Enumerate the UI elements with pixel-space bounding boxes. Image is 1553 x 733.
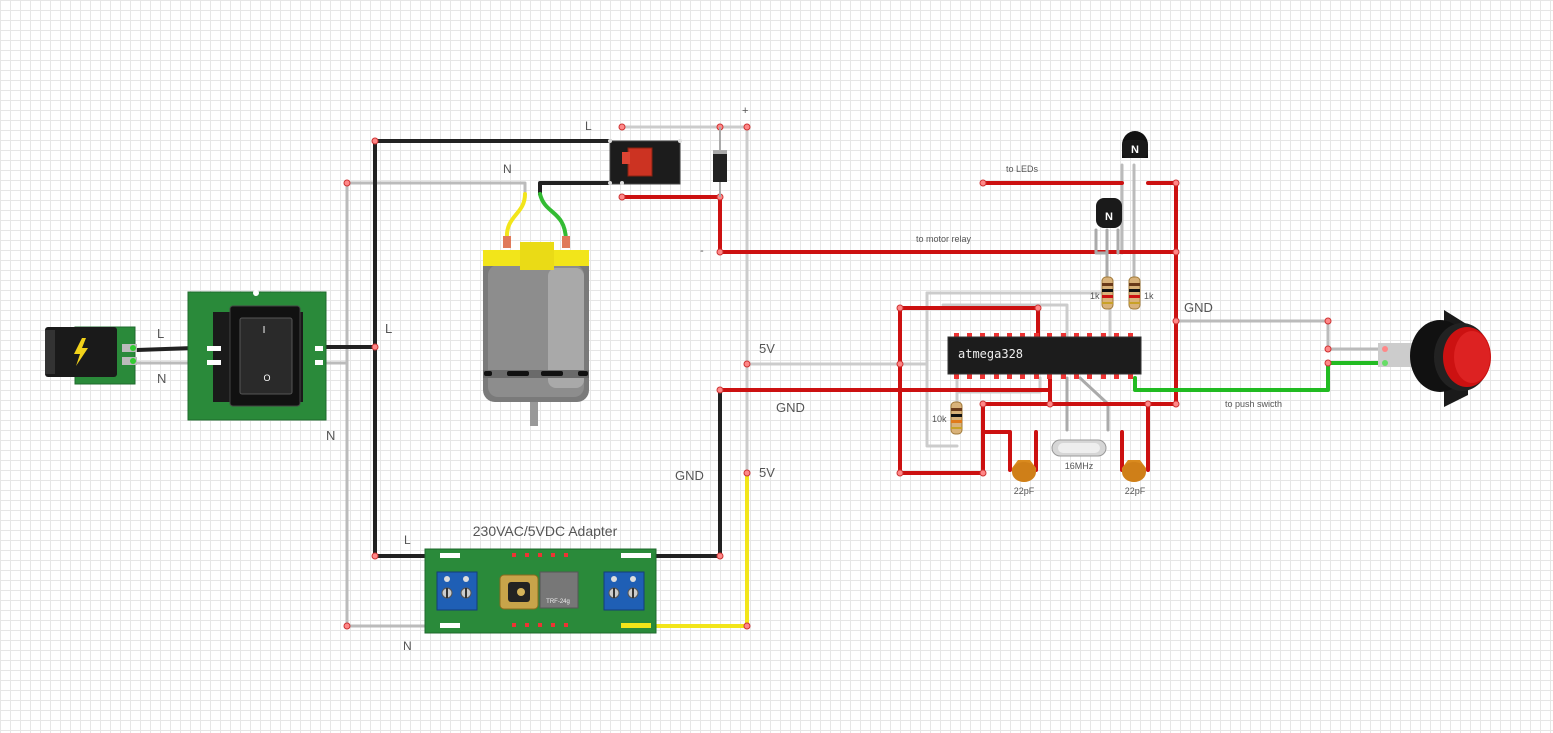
wire-endpoints xyxy=(343,123,1332,630)
wire-gray-gnd-switch[interactable] xyxy=(1174,319,1387,351)
bus-live-label: L xyxy=(385,321,392,336)
wire-adapter-gnd[interactable] xyxy=(620,388,722,558)
to-leds-label: to LEDs xyxy=(1006,164,1039,174)
r1-label: 1k xyxy=(1090,291,1100,301)
dc-motor[interactable] xyxy=(483,236,589,426)
r3-label: 10k xyxy=(932,414,947,424)
relay[interactable] xyxy=(608,139,682,185)
resistor-1k-a[interactable] xyxy=(1101,276,1114,310)
power-jack[interactable] xyxy=(45,326,137,385)
wire-red-chip-outer[interactable] xyxy=(898,306,1040,339)
wire-r1-base[interactable] xyxy=(1094,228,1109,255)
adapter-neutral-label: N xyxy=(403,639,412,653)
wire-motor-yellow[interactable] xyxy=(504,192,527,242)
wire-push-switch[interactable] xyxy=(1133,361,1387,392)
ac-dc-adapter[interactable]: TRF-24g xyxy=(424,548,657,634)
capacitor-22pf-1[interactable] xyxy=(1011,460,1037,482)
to-push-switch-label: to push swicth xyxy=(1225,399,1282,409)
minus-label: - xyxy=(700,245,704,257)
n-channel-icon: N xyxy=(1131,144,1139,156)
rocker-on-mark: I xyxy=(263,325,266,336)
rocker-switch[interactable]: I O xyxy=(187,290,327,421)
crystal-label: 16MHz xyxy=(1065,461,1094,471)
n-channel-icon: N xyxy=(1105,211,1113,223)
jack-neutral-label: N xyxy=(157,371,166,386)
cap2-label: 22pF xyxy=(1125,486,1146,496)
wire-live-bottom[interactable] xyxy=(373,345,457,558)
relay-neutral-label: N xyxy=(503,162,512,176)
push-button[interactable] xyxy=(1378,310,1491,407)
adapter-title: 230VAC/5VDC Adapter xyxy=(473,523,618,539)
wire-gray-chip-left[interactable] xyxy=(925,291,959,448)
bus-neutral-label: N xyxy=(326,428,335,443)
jack-live-label: L xyxy=(157,326,164,341)
plus-label: + xyxy=(742,105,748,117)
gnd-right-label: GND xyxy=(1184,300,1213,315)
atmega328-chip[interactable]: atmega328 xyxy=(947,333,1142,379)
transistor-leds[interactable]: N xyxy=(1122,131,1148,158)
capacitor-22pf-2[interactable] xyxy=(1121,460,1147,482)
r2-label: 1k xyxy=(1144,291,1154,301)
transistor-motor[interactable]: N xyxy=(1096,198,1122,228)
wire-red-cap1[interactable] xyxy=(981,430,1012,472)
crystal-16mhz[interactable] xyxy=(1051,439,1107,457)
wire-motor-green[interactable] xyxy=(538,192,568,242)
adapter-module-label: TRF-24g xyxy=(546,599,570,605)
chip-label: atmega328 xyxy=(958,347,1023,361)
flyback-diode[interactable] xyxy=(713,127,727,197)
five-v-upper-label: 5V xyxy=(759,341,775,356)
wire-neutral-top[interactable] xyxy=(345,181,527,196)
wire-motor-relay[interactable] xyxy=(538,181,612,196)
resistor-1k-b[interactable] xyxy=(1128,276,1141,310)
gnd-mid-label: GND xyxy=(776,400,805,415)
rocker-off-mark: O xyxy=(263,373,270,383)
adapter-live-label: L xyxy=(404,533,411,547)
lightning-bolt-icon xyxy=(74,338,88,366)
wire-gray-chip-top[interactable] xyxy=(925,291,1112,339)
gnd-left-label: GND xyxy=(675,468,704,483)
five-v-lower-label: 5V xyxy=(759,465,775,480)
relay-live-label: L xyxy=(585,119,592,133)
wire-gray-chip-inner[interactable] xyxy=(941,303,1069,339)
cap1-label: 22pF xyxy=(1014,486,1035,496)
to-motor-relay-label: to motor relay xyxy=(916,234,972,244)
resistor-10k[interactable] xyxy=(950,401,963,435)
